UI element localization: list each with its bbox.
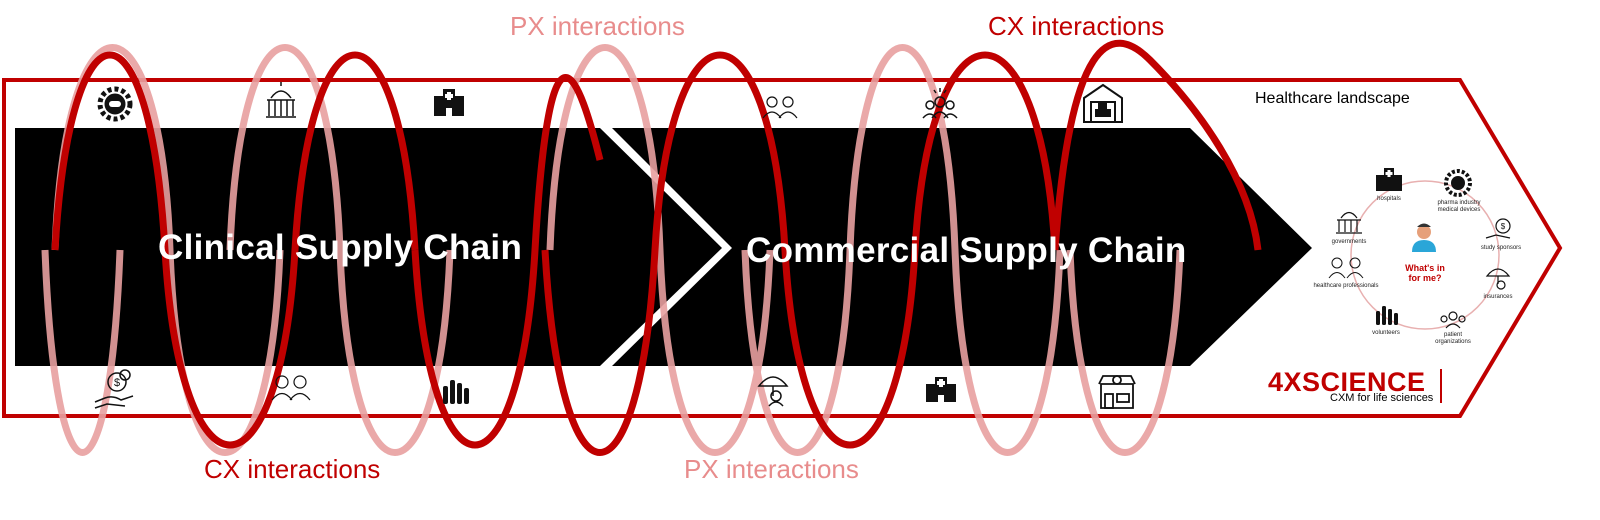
governments-node-icon — [1336, 211, 1362, 234]
node-label-pharma: pharma industry medical devices — [1437, 200, 1481, 213]
hospital-icon-bottom — [926, 377, 956, 402]
money-hand-icon: $ — [94, 369, 134, 409]
px-interactions-top-label: PX interactions — [510, 11, 685, 41]
cx-interactions-bottom-label: CX interactions — [204, 454, 381, 484]
px-wave-6 — [41, 249, 124, 456]
insurance-umbrella-icon — [757, 376, 789, 407]
person-icon — [1412, 223, 1436, 252]
pills-gear-icon — [97, 86, 133, 122]
brand-logo-text: 4XSCIENCE — [1268, 367, 1426, 397]
px-wave-4 — [741, 44, 1064, 456]
node-label-hospitals: hospitals — [1377, 196, 1401, 202]
node-label-patient-organizations: patient organizations — [1435, 332, 1471, 345]
hospitals-node-icon — [1376, 168, 1402, 191]
cx-interactions-top-label: CX interactions — [988, 11, 1165, 41]
cx-wave-1 — [51, 51, 419, 449]
brand-divider — [1440, 369, 1442, 403]
cx-wave-2 — [411, 74, 604, 449]
node-label-governments: governments — [1331, 239, 1367, 245]
svg-text:$: $ — [114, 377, 120, 389]
landscape-circle: $ — [1328, 168, 1511, 330]
bottom-icons: $ — [94, 369, 1136, 409]
px-interactions-bottom-label: PX interactions — [684, 454, 859, 484]
healthcare-landscape-title: Healthcare landscape — [1255, 90, 1410, 107]
node-label-healthcare-professionals: healthcare professionals — [1313, 283, 1379, 289]
px-wave-3 — [546, 44, 774, 456]
patient-organizations-node-icon — [1440, 311, 1466, 329]
svg-text:$: $ — [1501, 222, 1506, 231]
patient-group-icon — [922, 88, 958, 119]
hospital-icon — [434, 89, 464, 116]
clinical-band — [15, 128, 722, 366]
doctors-icon-bottom — [271, 375, 311, 401]
government-building-icon — [266, 82, 296, 118]
top-icons — [97, 82, 1123, 123]
pharma-node-icon — [1444, 169, 1472, 197]
cx-wave-3 — [541, 51, 1059, 456]
node-label-study-sponsors: study sponsors — [1480, 245, 1522, 251]
doctors-icon — [762, 96, 798, 119]
px-wave-5 — [1066, 249, 1184, 456]
pharmacy-store-icon — [1098, 375, 1136, 409]
node-label-volunteers: volunteers — [1372, 330, 1400, 336]
volunteers-node-icon — [1376, 306, 1398, 325]
volunteer-hands-icon — [443, 380, 469, 404]
whats-in-for-me-label: What's in for me? — [1405, 263, 1445, 283]
clinical-supply-chain-title: Clinical Supply Chain — [158, 228, 523, 267]
healthcare-professionals-node-icon — [1328, 257, 1364, 279]
cx-wave-4 — [1051, 39, 1262, 251]
brand-tagline: CXM for life sciences — [1330, 392, 1434, 404]
insurances-node-icon — [1485, 268, 1511, 290]
px-wave-2 — [226, 44, 454, 456]
study-sponsors-node-icon: $ — [1485, 218, 1511, 239]
warehouse-icon — [1083, 83, 1123, 123]
node-label-insurances: insurances — [1483, 294, 1513, 300]
commercial-supply-chain-title: Commercial Supply Chain — [746, 231, 1187, 270]
cx-waves — [51, 39, 1262, 456]
